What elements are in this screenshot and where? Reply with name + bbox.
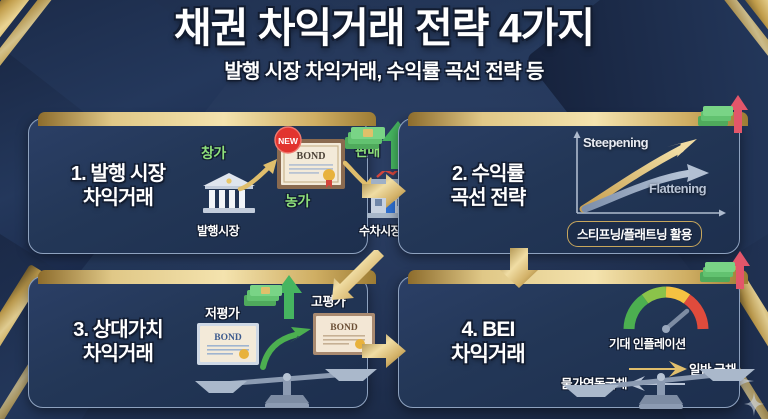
svg-text:BOND: BOND bbox=[297, 151, 326, 162]
panel-1-artwork: 발행시장 창가 BOND bbox=[189, 119, 415, 253]
label-undervalued: 저평가 bbox=[205, 306, 240, 321]
panel-bei-arbitrage[interactable]: 4. BEI 차익거래 기대 인플레이션 일반 국채 물가연동국채 bbox=[398, 251, 755, 409]
panel-relative-value-arbitrage[interactable]: 3. 상대가치 차익거래 저평가 고평가 BOND BOND bbox=[28, 270, 377, 408]
label-middle: 농가 bbox=[285, 193, 310, 209]
arrow-p2-to-p4 bbox=[500, 248, 538, 288]
label-flattening: Flattening bbox=[649, 181, 707, 196]
arrow-p2-to-p3 bbox=[332, 250, 384, 300]
panel-2-title-line2: 곡선 전략 bbox=[450, 187, 527, 209]
panel-4-title-line2: 차익거래 bbox=[451, 343, 526, 366]
label-issue-market: 발행시장 bbox=[197, 224, 240, 238]
panel-1-title: 1. 발행 시장 차익거래 bbox=[43, 162, 193, 210]
arrow-p3-to-p4 bbox=[362, 334, 406, 368]
label-buy: 창가 bbox=[201, 145, 226, 161]
panel-1-title-line2: 차익거래 bbox=[83, 187, 154, 209]
panel-3-title-line1: 3. 상대가치 bbox=[73, 319, 163, 341]
header: 채권 차익거래 전략 4가지 발행 시장 차익거래, 수익률 곡선 전략 등 bbox=[0, 6, 768, 84]
svg-text:NEW: NEW bbox=[278, 136, 299, 146]
balance-scale-icon-2 bbox=[563, 369, 755, 409]
panel-4-artwork: 기대 인플레이션 일반 국채 물가연동국채 bbox=[559, 251, 755, 409]
panel-3-title-line2: 차익거래 bbox=[83, 343, 154, 365]
label-steepening: Steepening bbox=[583, 135, 649, 150]
panel-2-badge: 스티프닝/플래트닝 활용 bbox=[567, 221, 702, 247]
bond-certificate-left-icon: BOND bbox=[197, 323, 259, 365]
green-up-arrow-icon-2 bbox=[276, 275, 302, 319]
new-badge-icon: NEW bbox=[274, 126, 302, 154]
panel-2-title: 2. 수익률 곡선 전략 bbox=[413, 162, 563, 210]
panel-1-title-line1: 1. 발행 시장 bbox=[70, 163, 166, 185]
money-stack-icon-4 bbox=[700, 262, 735, 282]
money-stack-icon-2 bbox=[698, 106, 733, 126]
svg-text:BOND: BOND bbox=[330, 323, 358, 333]
money-stack-icon-3 bbox=[244, 285, 282, 306]
bond-certificate-right-icon: BOND bbox=[313, 313, 375, 355]
panel-issue-market-arbitrage[interactable]: 1. 발행 시장 차익거래 발행시장 창가 bbox=[28, 112, 415, 254]
page-title: 채권 차익거래 전략 4가지 bbox=[173, 5, 595, 51]
arrow-p1-to-p2 bbox=[362, 174, 406, 208]
balance-scale-icon bbox=[195, 369, 377, 408]
label-expected-inflation: 기대 인플레이션 bbox=[609, 337, 686, 351]
panel-4-title: 4. BEI 차익거래 bbox=[413, 317, 563, 367]
inflation-gauge-icon bbox=[623, 286, 709, 333]
panel-3-title: 3. 상대가치 차익거래 bbox=[43, 318, 193, 366]
curved-arrow-buy-icon bbox=[237, 159, 277, 192]
label-secondary-market: 수차시장 bbox=[359, 224, 402, 238]
money-stack-icon bbox=[345, 127, 385, 149]
svg-text:BOND: BOND bbox=[214, 333, 242, 343]
green-curved-arrow-icon bbox=[260, 327, 311, 370]
panel-4-title-line1: 4. BEI bbox=[461, 317, 516, 341]
panel-yield-curve-strategy[interactable]: 2. 수익률 곡선 전략 bbox=[398, 95, 748, 254]
panel-2-title-line1: 2. 수익률 bbox=[451, 163, 525, 185]
page-subtitle: 발행 시장 차익거래, 수익률 곡선 전략 등 bbox=[224, 61, 544, 84]
panel-3-artwork: 저평가 고평가 BOND BOND bbox=[189, 275, 377, 408]
